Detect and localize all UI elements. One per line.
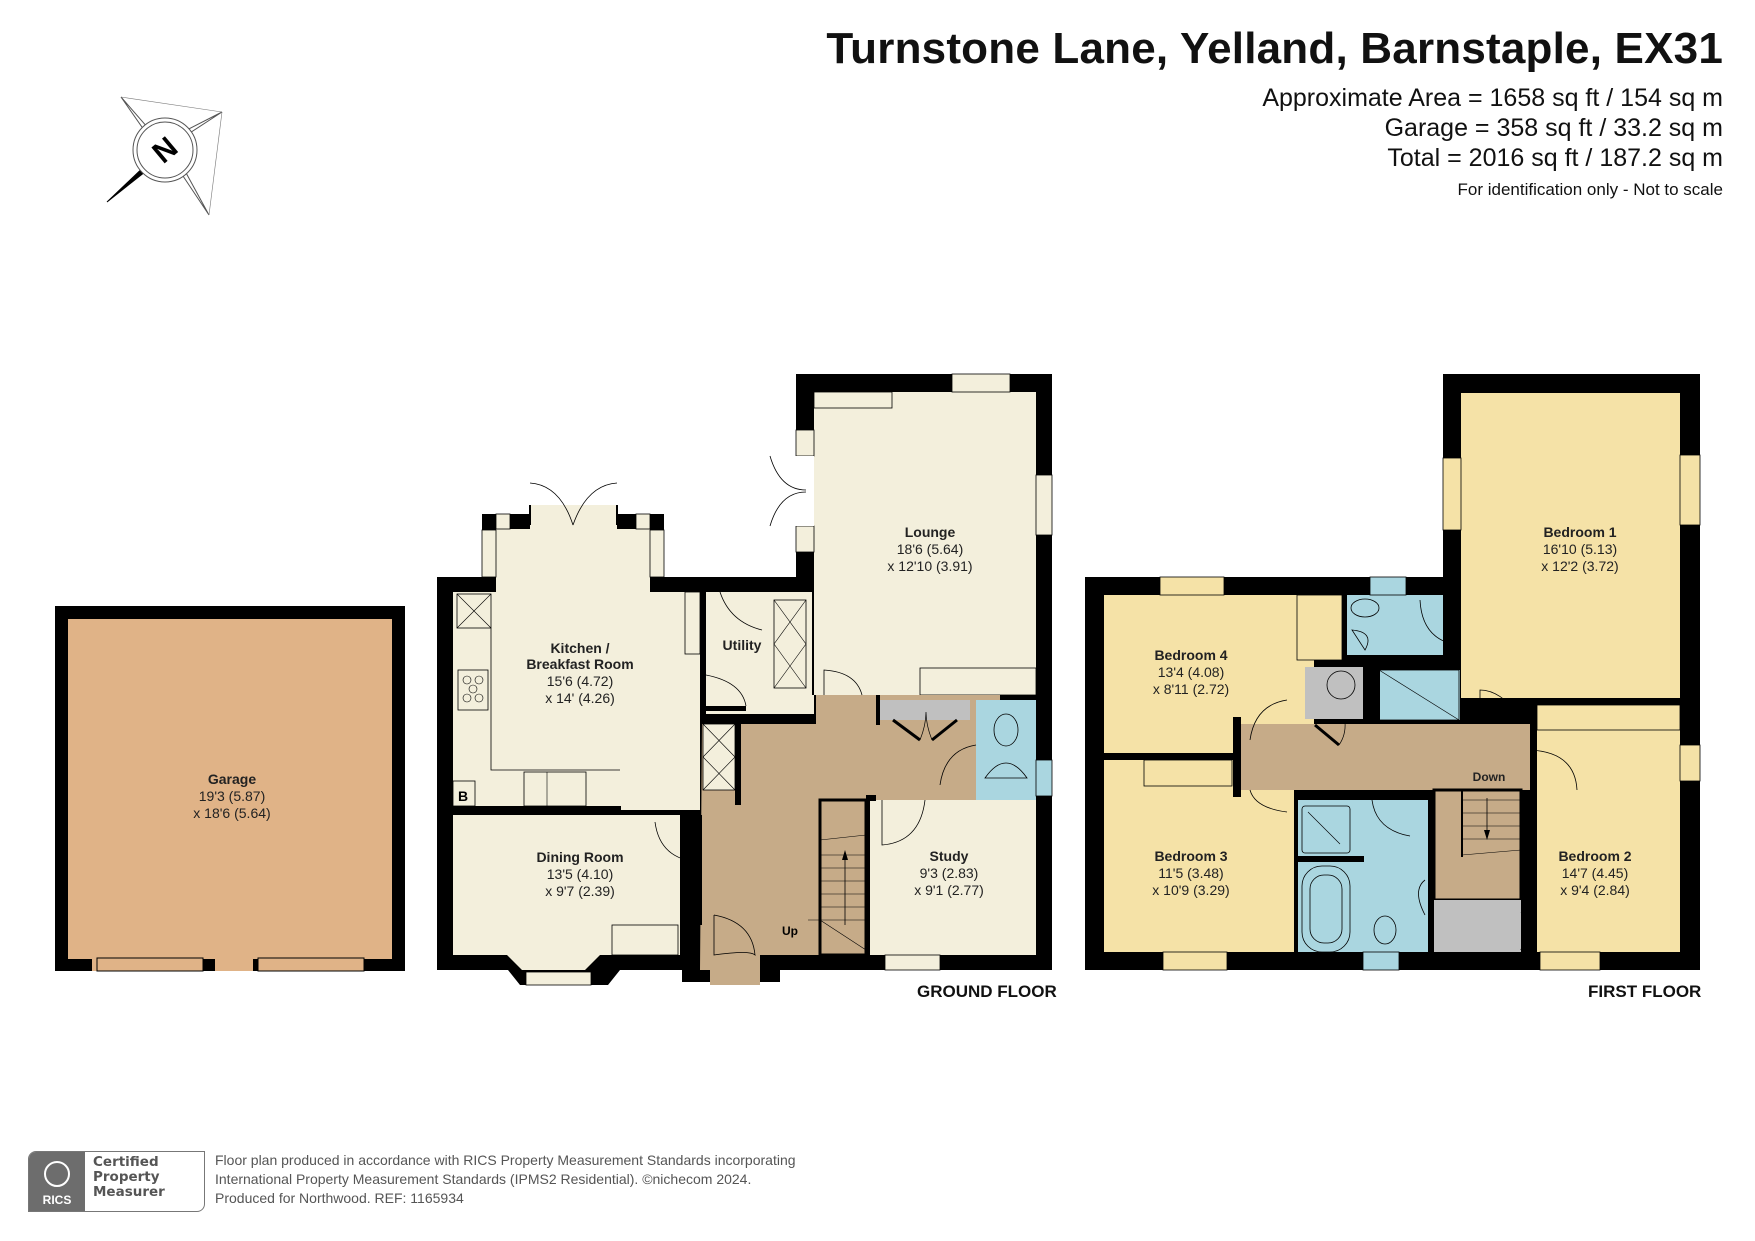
rics-logo: RICS <box>29 1152 85 1211</box>
badge-line: Property <box>93 1169 160 1185</box>
garage-area: Garage = 358 sq ft / 33.2 sq m <box>1384 114 1723 142</box>
room-dimension: 14'7 (4.45) <box>1562 865 1629 881</box>
room-dimension: x 18'6 (5.64) <box>193 805 270 821</box>
approximate-area: Approximate Area = 1658 sq ft / 154 sq m <box>1262 84 1723 112</box>
room-name: Bedroom 2 <box>1558 848 1631 864</box>
room-name: Study <box>930 848 969 864</box>
room-name: Dining Room <box>536 849 623 865</box>
room-dimension: x 12'2 (3.72) <box>1541 558 1618 574</box>
room-utility <box>706 592 814 714</box>
room-dimension: 11'5 (3.48) <box>1158 865 1223 881</box>
stairs-up-label: Up <box>782 924 798 938</box>
rics-logo-text: RICS <box>42 1193 72 1207</box>
room-dimension: x 9'7 (2.39) <box>545 883 615 899</box>
room-dimension: x 8'11 (2.72) <box>1153 681 1229 697</box>
room-name: Bedroom 1 <box>1543 524 1616 540</box>
room-dimension: x 9'1 (2.77) <box>914 882 984 898</box>
garage-plan: Garage 19'3 (5.87) x 18'6 (5.64) <box>55 606 405 972</box>
room-dimension: x 12'10 (3.91) <box>887 558 972 574</box>
room-garage <box>68 619 392 959</box>
room-name: Bedroom 3 <box>1154 848 1227 864</box>
room-bedroom-3 <box>1104 760 1294 952</box>
rics-badge: RICS Certified Property Measurer <box>28 1151 205 1212</box>
footer-line: International Property Measurement Stand… <box>215 1171 752 1187</box>
room-dimension: x 14' (4.26) <box>545 690 615 706</box>
first-floor-plan: Down Bedroom 4 13'4 (4.08) x 8'11 (2.72)… <box>1085 374 1701 971</box>
rics-lion-icon <box>44 1161 70 1187</box>
room-bedroom-1 <box>1461 393 1680 698</box>
room-landing <box>1240 724 1530 790</box>
room-dimension: 16'10 (5.13) <box>1543 541 1617 557</box>
first-floor-label: FIRST FLOOR <box>1588 982 1702 1001</box>
footer-disclaimer: Floor plan produced in accordance with R… <box>215 1151 796 1208</box>
room-dimension: 13'5 (4.10) <box>547 866 614 882</box>
footer-line: Floor plan produced in accordance with R… <box>215 1152 796 1168</box>
room-ensuite <box>1347 595 1443 655</box>
room-name: Kitchen / <box>550 640 609 656</box>
room-dining <box>453 815 680 970</box>
room-study <box>870 800 1036 955</box>
footer-line: Produced for Northwood. REF: 1165934 <box>215 1190 464 1206</box>
room-name: Garage <box>208 771 256 787</box>
room-dimension: 18'6 (5.64) <box>897 541 964 557</box>
boiler-label: B <box>458 788 468 804</box>
room-dimension: 15'6 (4.72) <box>547 673 614 689</box>
scale-disclaimer: For identification only - Not to scale <box>1457 180 1723 199</box>
room-lounge <box>814 392 1036 695</box>
room-dimension: 19'3 (5.87) <box>199 788 266 804</box>
room-name: Bedroom 4 <box>1154 647 1227 663</box>
room-dimension: 13'4 (4.08) <box>1158 664 1225 680</box>
ground-floor-plan: B <box>437 373 1053 986</box>
room-bedroom-2 <box>1537 705 1680 952</box>
badge-line: Measurer <box>93 1184 165 1200</box>
room-dimension: 9'3 (2.83) <box>920 865 979 881</box>
ground-floor-label: GROUND FLOOR <box>917 982 1057 1001</box>
room-kitchen <box>453 529 700 810</box>
total-area: Total = 2016 sq ft / 187.2 sq m <box>1387 144 1723 172</box>
room-name: Utility <box>723 637 762 653</box>
room-dimension: x 9'4 (2.84) <box>1560 882 1630 898</box>
room-bathroom <box>1298 800 1428 952</box>
room-wc <box>976 700 1036 800</box>
badge-line: Certified <box>93 1154 159 1170</box>
stairs-down-label: Down <box>1473 770 1506 784</box>
property-title: Turnstone Lane, Yelland, Barnstaple, EX3… <box>826 24 1723 73</box>
room-name: Breakfast Room <box>526 656 633 672</box>
room-name: Lounge <box>905 524 956 540</box>
room-dimension: x 10'9 (3.29) <box>1152 882 1229 898</box>
